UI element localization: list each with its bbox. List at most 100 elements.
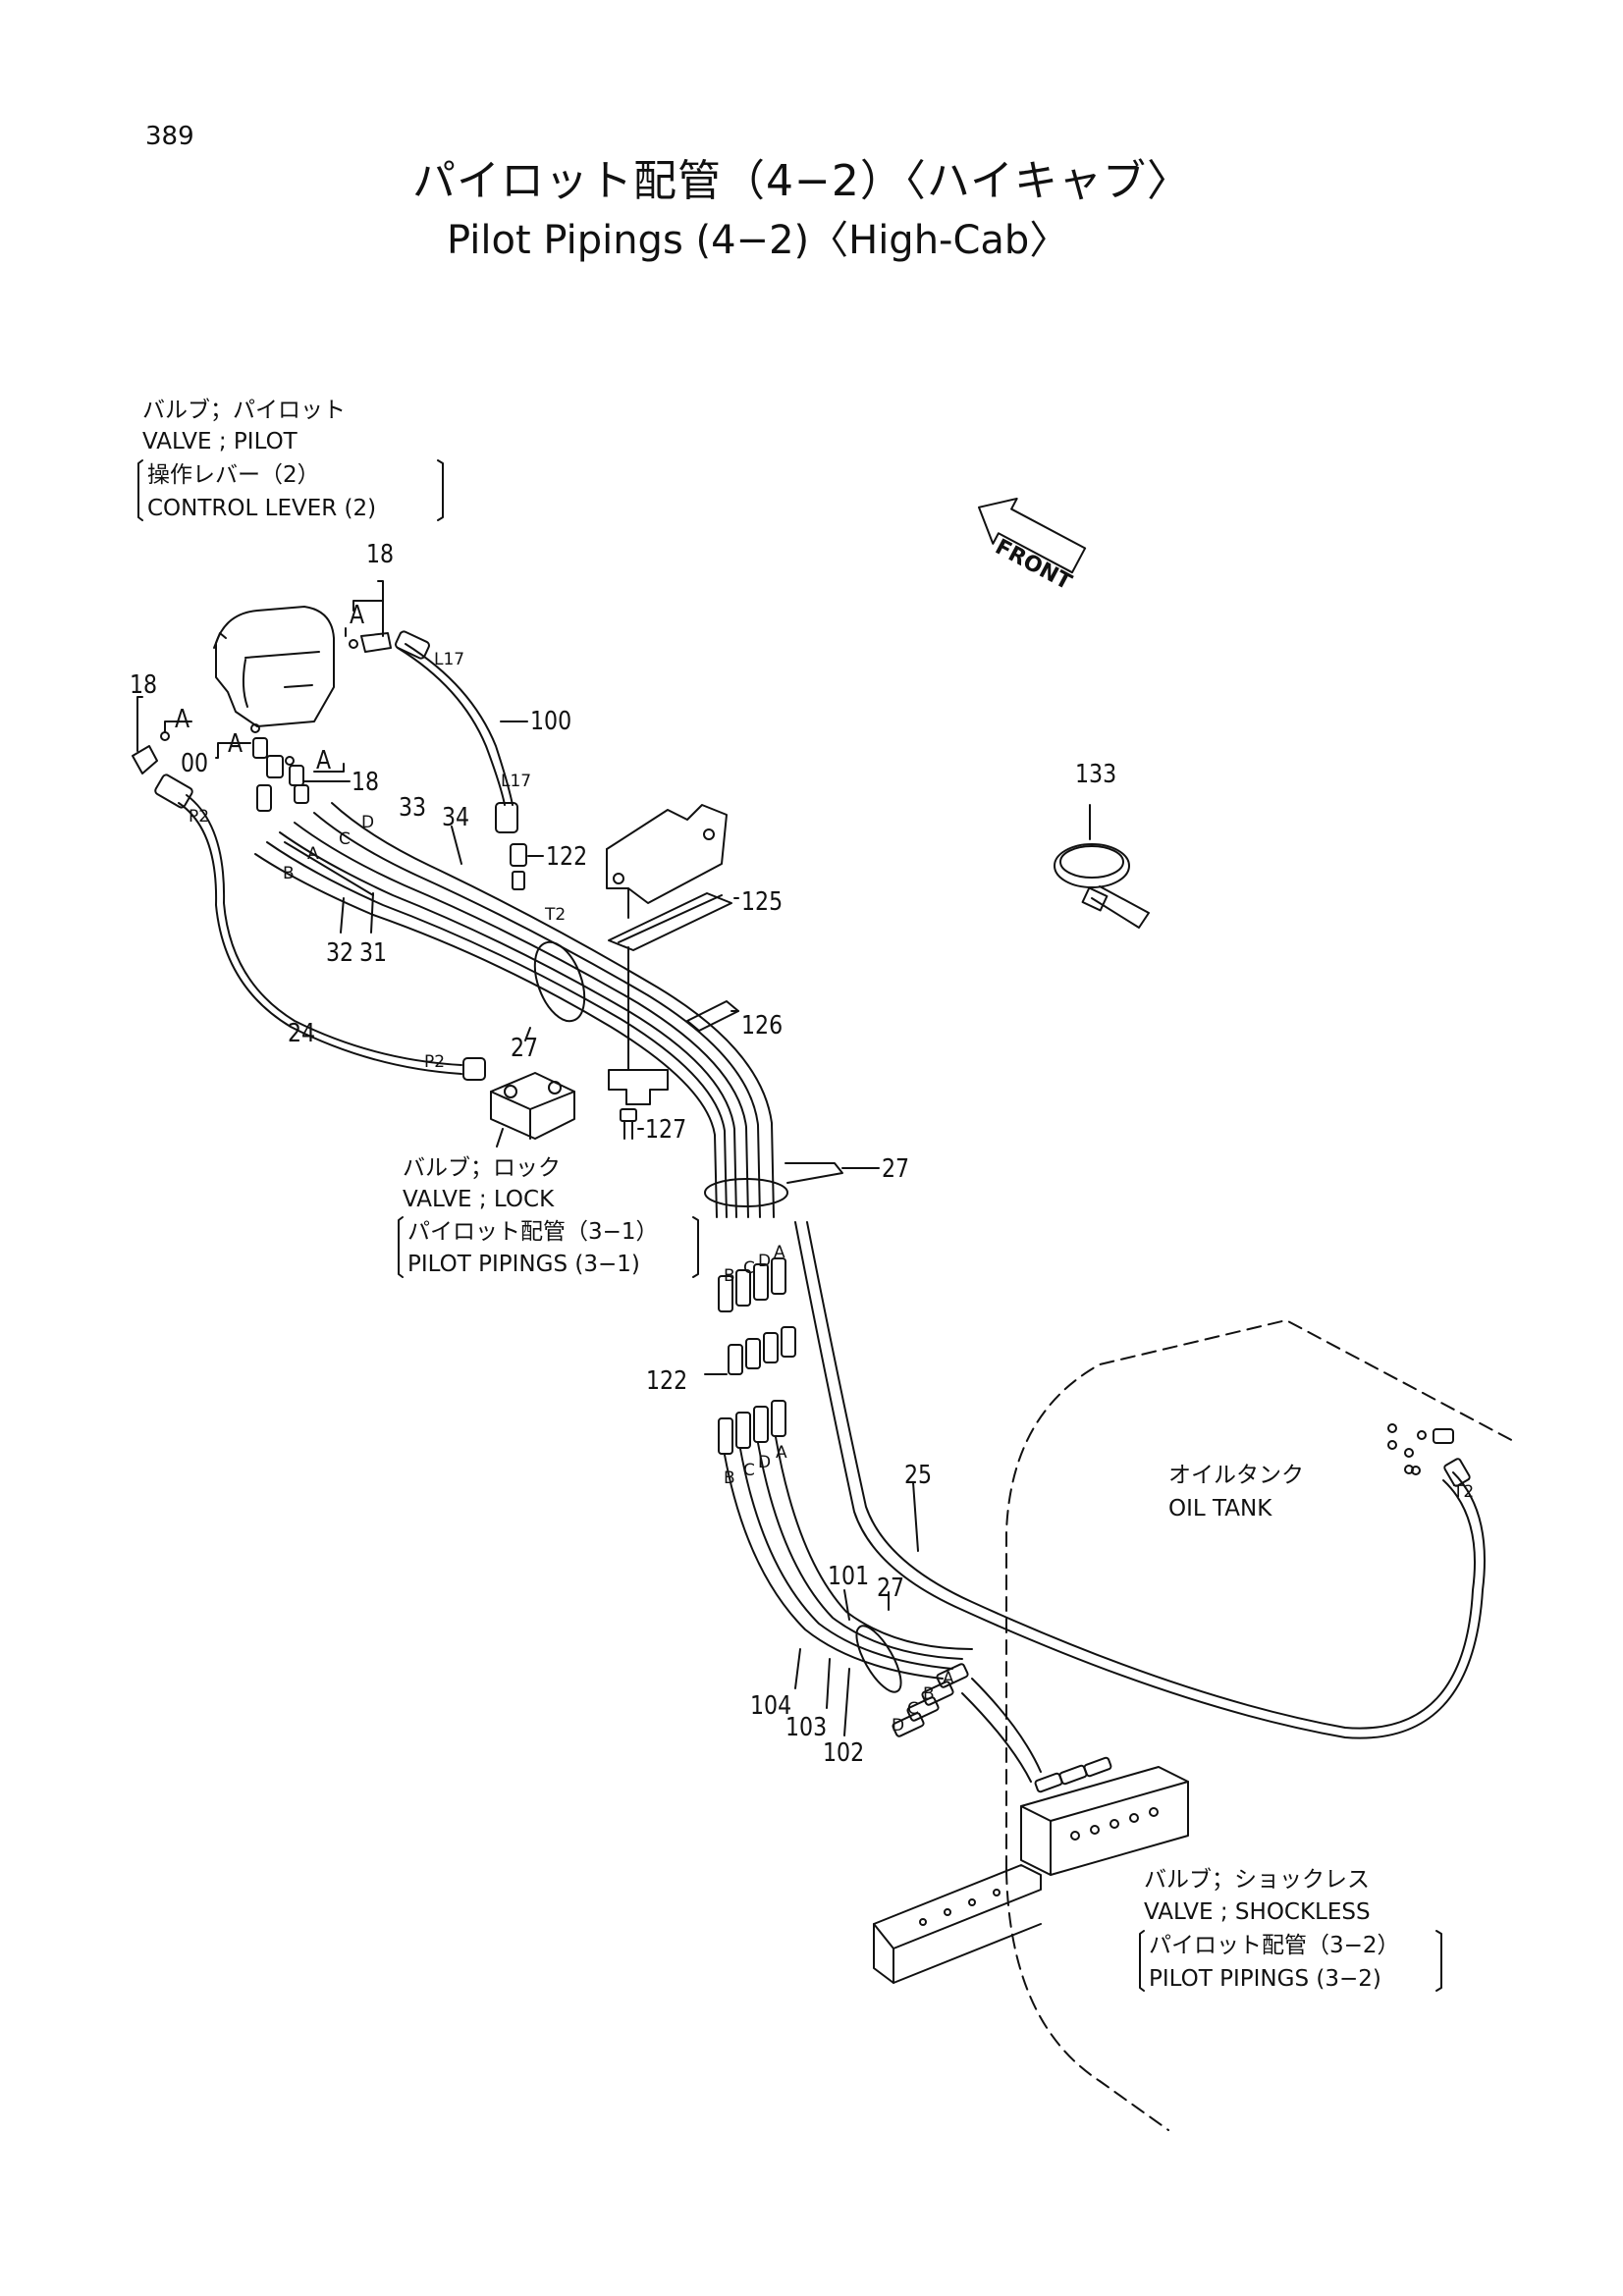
leader-a-left <box>164 721 192 732</box>
valve-pilot-jp: バルブ；パイロット <box>142 398 346 423</box>
front-arrow-label: FRONT <box>991 535 1075 596</box>
hose-24 <box>154 774 462 1075</box>
port-label-a-bracket-right: A <box>316 746 332 775</box>
bolt-127 <box>620 1108 644 1140</box>
page-number: 389 <box>145 122 194 151</box>
part-number-133: 133 <box>1075 760 1117 789</box>
valve-lock-jp: バルブ；ロック <box>403 1155 561 1181</box>
part-number-127: 127 <box>645 1115 687 1145</box>
port-label-a-lower: A <box>776 1443 787 1463</box>
port-label-t2-line: T2 <box>545 905 567 925</box>
part-number-32: 32 <box>326 938 354 968</box>
part-number-31: 31 <box>359 938 388 968</box>
part-number-25: 25 <box>904 1461 933 1490</box>
fittings-shockless-side <box>892 1663 969 1737</box>
clamp-27-middle <box>704 1162 880 1207</box>
part-number-126: 126 <box>741 1011 784 1041</box>
shockless-valve-body <box>961 1678 1189 1876</box>
oil-tank-en: OIL TANK <box>1168 1496 1272 1522</box>
valve-pilot-sub-en: CONTROL LEVER (2) <box>147 496 377 521</box>
leader-104 <box>794 1648 801 1689</box>
valve-lock-sub-jp: パイロット配管（3−1） <box>407 1219 659 1245</box>
leader-33 <box>284 841 374 896</box>
leader-102 <box>843 1668 850 1736</box>
callout-bracket-valve-pilot <box>137 459 444 521</box>
leader-a-bracket-right <box>313 763 345 773</box>
pilot-valve-fittings <box>250 723 309 812</box>
hose-25 <box>794 1221 1486 1739</box>
port-label-c-lower: C <box>743 1461 755 1480</box>
port-label-c-upper: C <box>743 1258 755 1278</box>
leader-a-bracket-left <box>215 742 251 759</box>
valve-pilot-en: VALVE ; PILOT <box>142 429 298 454</box>
connector-group-upper <box>718 1257 786 1312</box>
angle-bracket-lower <box>873 1864 1042 1984</box>
cable-band-133 <box>1054 804 1150 929</box>
pad-125 <box>608 892 739 951</box>
part-number-27-a: 27 <box>511 1034 539 1063</box>
part-number-122-mid: 122 <box>646 1366 688 1396</box>
lock-valve-body <box>462 1057 575 1148</box>
leader-101 <box>843 1589 850 1621</box>
port-label-a-shockless: A <box>943 1669 954 1688</box>
port-label-d-top: D <box>361 813 375 832</box>
page-title-japanese: パイロット配管（4−2）〈ハイキャブ〉 <box>412 156 1191 206</box>
part-number-27-b: 27 <box>882 1154 910 1184</box>
part-number-34: 34 <box>442 803 470 832</box>
part-number-101: 101 <box>828 1562 870 1591</box>
connector-122-upper <box>510 843 544 890</box>
part-number-125: 125 <box>741 887 784 917</box>
part-number-104: 104 <box>750 1691 792 1721</box>
clamp-27-upper <box>524 940 586 1041</box>
valve-lock-en: VALVE ; LOCK <box>403 1187 555 1212</box>
valve-pilot-sub-jp: 操作レバー（2） <box>147 462 320 488</box>
bracket-126 <box>686 1000 739 1032</box>
part-number-33: 33 <box>399 793 427 823</box>
pilot-hose-bundle <box>254 802 775 1218</box>
callout-bracket-valve-shockless <box>1139 1930 1442 1992</box>
connector-group-lower <box>718 1400 786 1455</box>
valve-shockless-en: VALVE ; SHOCKLESS <box>1144 1899 1371 1925</box>
clamp-27-lower <box>855 1591 902 1693</box>
front-arrow <box>978 497 1087 574</box>
leader-34 <box>451 826 462 865</box>
port-label-a-left: A <box>175 705 190 734</box>
pilot-valve-body <box>213 606 335 727</box>
oil-tank-jp: オイルタンク <box>1168 1463 1304 1488</box>
port-label-l17-top: L17 <box>434 650 465 669</box>
leader-32 <box>340 897 345 934</box>
part-number-18-top: 18 <box>366 540 395 569</box>
part-number-122-top: 122 <box>546 842 588 872</box>
part-number-103: 103 <box>785 1713 828 1742</box>
port-label-c-shockless: C <box>907 1699 919 1719</box>
connector-group-122-mid <box>704 1326 796 1375</box>
leader-103 <box>826 1658 831 1709</box>
oil-tank-fittings <box>1387 1423 1471 1487</box>
leader-25 <box>912 1481 919 1552</box>
bracket-plate-upper <box>606 804 728 919</box>
leader-31 <box>370 892 374 934</box>
part-number-18-left: 18 <box>130 670 158 700</box>
page-title-english: Pilot Pipings (4−2)〈High-Cab〉 <box>447 218 1069 263</box>
valve-shockless-jp: バルブ；ショックレス <box>1144 1867 1370 1893</box>
hose-100 <box>395 630 528 833</box>
part-number-100: 100 <box>530 707 572 736</box>
part-number-00: 00 <box>181 749 209 778</box>
elbow-fitting-18-left <box>132 696 170 774</box>
valve-lock-sub-en: PILOT PIPINGS (3−1) <box>407 1252 640 1277</box>
oil-tank-outline <box>1005 1319 1518 2131</box>
elbow-fitting-18-top <box>345 580 392 653</box>
valve-shockless-sub-en: PILOT PIPINGS (3−2) <box>1149 1966 1381 1992</box>
callout-bracket-valve-lock <box>398 1216 699 1278</box>
port-label-a-upper: A <box>774 1243 785 1262</box>
part-number-27-c: 27 <box>877 1574 905 1603</box>
hoses-101-104 <box>724 1436 973 1736</box>
valve-shockless-sub-jp: パイロット配管（3−2） <box>1149 1933 1400 1958</box>
saddle-clip <box>608 946 669 1105</box>
part-number-18-mid: 18 <box>352 768 380 797</box>
port-label-c-top: C <box>339 829 351 849</box>
port-label-b-shockless: B <box>923 1684 935 1704</box>
leader-a-top <box>352 600 384 612</box>
part-number-102: 102 <box>823 1738 865 1768</box>
